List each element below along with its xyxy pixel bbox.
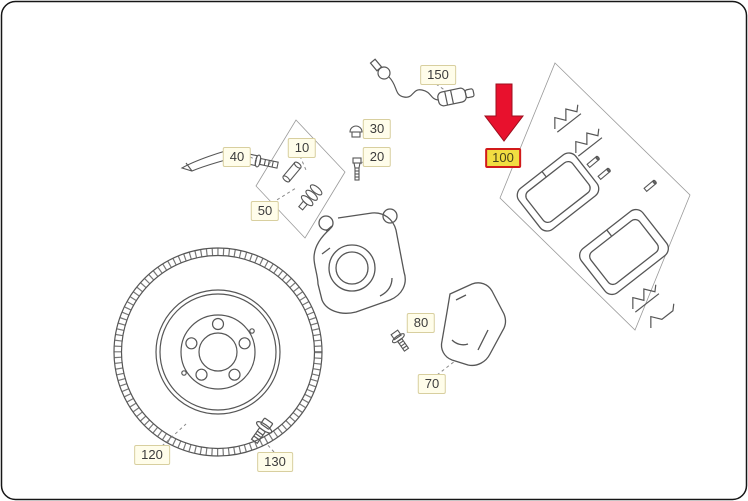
part-label-10[interactable]: 10	[287, 138, 317, 158]
part-label-70[interactable]: 70	[417, 374, 447, 394]
part-label-20[interactable]: 20	[362, 147, 392, 167]
brake-pad-outer	[579, 208, 669, 296]
pad-spring-clip-3	[632, 284, 660, 313]
caliper-bolt	[390, 329, 410, 352]
guide-pin-group-outline	[255, 119, 346, 239]
part-label-120[interactable]: 120	[134, 445, 170, 465]
bleeder-screw	[352, 157, 362, 181]
part-label-30[interactable]: 30	[362, 119, 392, 139]
part-label-50[interactable]: 50	[250, 201, 280, 221]
guide-bolt	[245, 153, 279, 169]
part-label-130[interactable]: 130	[257, 452, 293, 472]
part-label-100[interactable]: 100	[485, 148, 521, 168]
pad-spring-clip-2	[575, 128, 603, 157]
caliper-carrier	[440, 282, 507, 367]
pad-pin-2	[597, 167, 611, 181]
guide-sleeve	[282, 161, 302, 183]
guide-pin-boot	[298, 184, 323, 211]
brake-disc	[113, 247, 323, 457]
pad-spring-clip-1	[554, 104, 582, 133]
disc-bolt	[250, 417, 274, 445]
pad-pin-3	[643, 179, 657, 193]
brake-pad-inner	[516, 152, 600, 232]
pad-spring-clip-4	[650, 303, 675, 329]
pad-pin-1	[586, 155, 600, 169]
part-label-40[interactable]: 40	[222, 147, 252, 167]
dust-cap	[349, 125, 363, 138]
part-label-80[interactable]: 80	[406, 313, 436, 333]
part-label-150[interactable]: 150	[420, 65, 456, 85]
wear-sensor	[369, 58, 475, 107]
highlight-arrow	[483, 83, 525, 142]
brake-caliper	[313, 208, 406, 314]
